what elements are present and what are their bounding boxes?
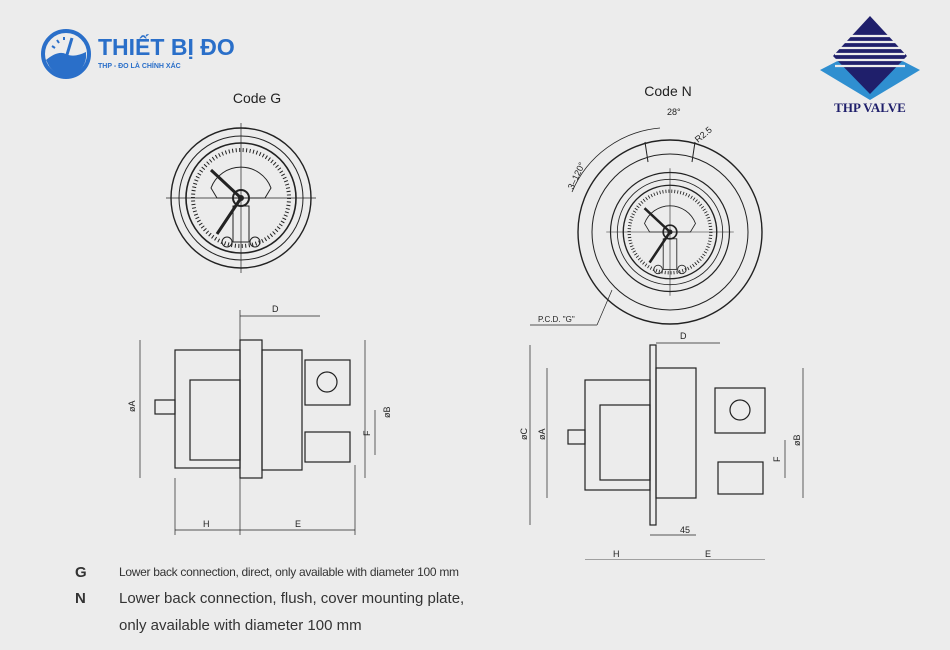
- legend-key: N: [75, 589, 86, 607]
- dim-a-n: øA: [537, 428, 547, 440]
- dim-h-n: H: [613, 549, 620, 559]
- code-g-title: Code G: [233, 90, 281, 106]
- dim-e-n: E: [705, 549, 711, 559]
- code-n-front-view: [571, 127, 763, 325]
- legend-key: G: [75, 563, 87, 581]
- dim-d-n: D: [680, 331, 687, 341]
- technical-drawing: Code G D øA øB F H E Code N 28° R2.5 3–1…: [127, 83, 804, 560]
- legend-item-n-cont: only available with diameter 100 mm: [75, 612, 675, 638]
- gauge-logo-icon: [41, 29, 91, 79]
- angle-3-120: 3–120°: [566, 160, 587, 191]
- thiet-bi-do-logo: THIẾT BỊ ĐO THP - ĐO LÀ CHÍNH XÁC: [40, 28, 250, 80]
- dim-a-g: øA: [127, 400, 137, 412]
- angle-28: 28°: [667, 107, 681, 117]
- dim-d-g: D: [272, 304, 279, 314]
- code-g-side-view: [139, 310, 376, 535]
- thp-valve-logo: THP VALVE: [815, 12, 925, 120]
- dim-e-g: E: [295, 519, 301, 529]
- pcd-label: P.C.D. "G": [538, 315, 575, 324]
- radius-r25: R2.5: [693, 125, 714, 145]
- dim-b-n: øB: [792, 434, 802, 446]
- dim-f-n: F: [772, 456, 782, 462]
- brand-tagline: THP - ĐO LÀ CHÍNH XÁC: [98, 63, 181, 70]
- diamond-logo-icon: [820, 16, 920, 100]
- legend-text: Lower back connection, direct, only avai…: [119, 565, 459, 579]
- legend: G Lower back connection, direct, only av…: [75, 562, 675, 638]
- brand-name: THIẾT BỊ ĐO: [98, 34, 235, 60]
- dim-h-g: H: [203, 519, 210, 529]
- legend-item-n: N Lower back connection, flush, cover mo…: [75, 584, 675, 612]
- code-n-title: Code N: [644, 83, 691, 99]
- legend-item-g: G Lower back connection, direct, only av…: [75, 562, 675, 582]
- code-g-front-view: [164, 121, 318, 275]
- code-n-side-view: [529, 342, 804, 560]
- thp-valve-text: THP VALVE: [834, 100, 906, 115]
- dim-f-g: F: [362, 430, 372, 436]
- dim-c-n: øC: [519, 428, 529, 440]
- dim-b-g: øB: [382, 406, 392, 418]
- legend-text: Lower back connection, flush, cover moun…: [119, 589, 465, 607]
- dim-45: 45: [680, 525, 690, 535]
- legend-text: only available with diameter 100 mm: [119, 616, 362, 634]
